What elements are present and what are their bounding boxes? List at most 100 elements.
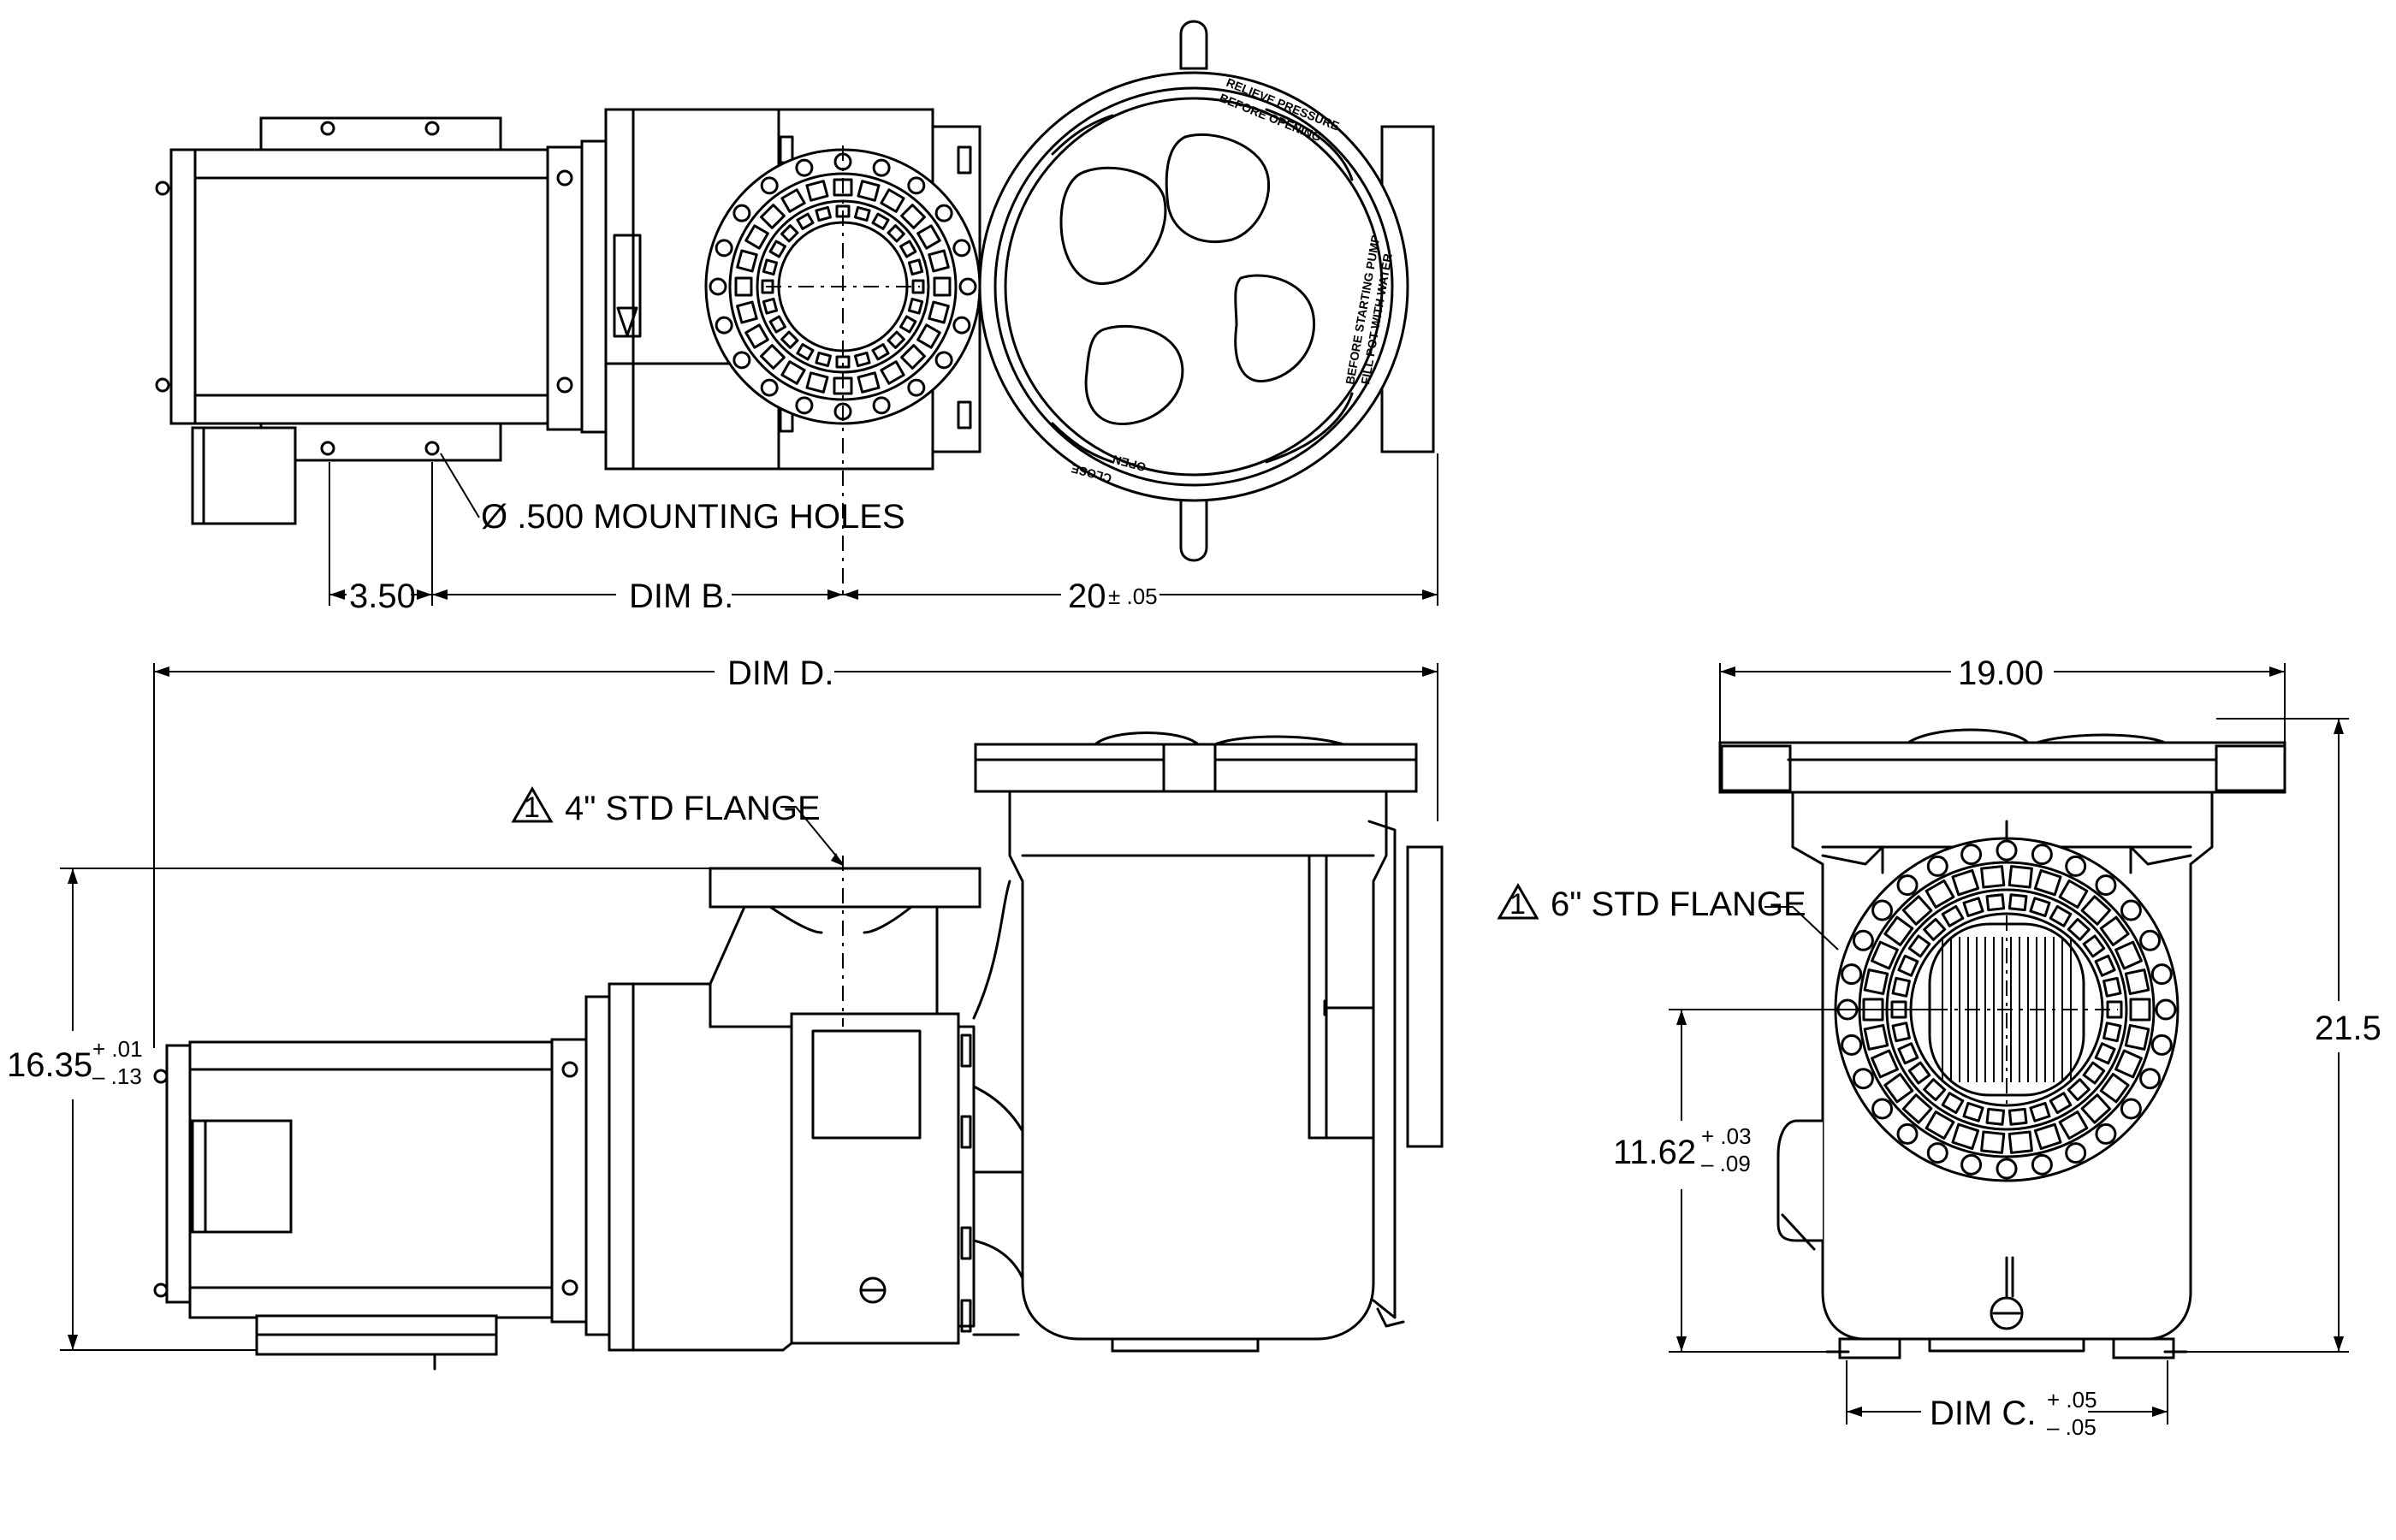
flange-cell xyxy=(1871,899,1894,921)
flange-cell xyxy=(734,276,753,297)
flange-cell xyxy=(2139,929,2162,951)
flange-cell xyxy=(2049,1092,2073,1115)
end-view: 19.00 xyxy=(1497,654,2381,1440)
flange-cell xyxy=(900,344,926,370)
flange-cell xyxy=(768,315,786,334)
dim-c: DIM C. xyxy=(1930,1395,2036,1432)
flange-cell xyxy=(2124,968,2150,996)
flange-cell xyxy=(880,360,905,385)
flange-cell xyxy=(1980,1130,2006,1154)
flange-cell xyxy=(780,188,806,213)
flange-cell xyxy=(1923,1078,1947,1102)
flange-cell xyxy=(795,158,814,177)
flange-cell xyxy=(1960,1153,1983,1176)
flange-cell xyxy=(2065,855,2087,877)
dim-20-tol: ± .05 xyxy=(1108,583,1158,609)
flange-cell xyxy=(1962,1101,1984,1122)
flange-cell xyxy=(780,360,806,385)
flange-cell xyxy=(2124,1023,2150,1051)
flange-cell xyxy=(2094,1042,2116,1065)
flange-cell xyxy=(2099,915,2130,946)
flange-cell xyxy=(2095,1122,2117,1145)
flange-cell xyxy=(815,351,833,368)
dim-c-tol-minus: – .05 xyxy=(2047,1414,2096,1440)
height-11-62-tol-minus: – .09 xyxy=(1701,1151,1751,1176)
flange-cell xyxy=(1925,1111,1955,1140)
top-view: RELIEVE PRESSURE BEFORE OPENING FILL POT… xyxy=(155,20,1438,615)
flange-cell xyxy=(1897,954,1919,977)
flange-cell xyxy=(1852,929,1874,951)
flange-cell xyxy=(1891,976,1911,998)
flange-cell xyxy=(880,188,905,213)
flange-cell xyxy=(934,204,953,222)
flange-cell xyxy=(952,316,971,335)
flange-cell xyxy=(871,343,890,361)
flange-marker-triangle-6in xyxy=(1497,883,1539,920)
flange-cell xyxy=(805,180,829,202)
flange-cell xyxy=(2008,893,2028,912)
flange-cell xyxy=(2150,1034,2173,1056)
top-conduit-box xyxy=(191,426,297,525)
dim-20: 20 xyxy=(1068,578,1106,615)
flange-cell xyxy=(1941,904,1965,927)
top-motor-endcap xyxy=(169,148,199,425)
flange-cell xyxy=(1951,868,1980,897)
dim-d: DIM D. xyxy=(727,654,833,692)
flange-cell xyxy=(2065,1142,2087,1164)
flange-cell xyxy=(732,204,751,222)
flange-cell xyxy=(2094,954,2116,977)
flange-marker-triangle xyxy=(511,786,554,823)
flange-cell xyxy=(715,239,733,258)
flange-cell xyxy=(1863,1023,1889,1051)
flange-cell xyxy=(2049,904,2073,927)
flange-cell xyxy=(1985,893,2006,912)
flange-cell xyxy=(768,240,786,258)
flange-cell xyxy=(2114,1049,2143,1079)
flange-cell xyxy=(1996,839,2018,862)
flange-cell xyxy=(2031,844,2053,866)
flange-cell xyxy=(1883,915,1914,946)
flange-cell xyxy=(762,297,779,315)
flange-cell xyxy=(853,205,871,222)
flange-cell xyxy=(736,249,758,273)
flange-cell xyxy=(928,249,950,273)
flange-cell xyxy=(2102,1022,2122,1043)
flange-cell xyxy=(916,323,941,349)
flange-cell xyxy=(934,351,953,370)
flange-marker-number: 1 xyxy=(524,791,540,824)
dim-c-tol-plus: + .05 xyxy=(2047,1387,2097,1413)
flange-cell xyxy=(933,276,952,297)
flange-cell xyxy=(1841,1034,1863,1056)
flange-cell xyxy=(1996,1158,2018,1180)
dim-b: DIM B. xyxy=(629,578,733,615)
height-21-5: 21.5 xyxy=(2315,1010,2381,1047)
flange-cell xyxy=(2058,879,2089,909)
flange-cell xyxy=(2114,940,2143,970)
flange-cell xyxy=(2150,963,2173,986)
flange-cell xyxy=(1883,1073,1914,1104)
flange-cell xyxy=(1871,1098,1894,1120)
top-strainer-lid: RELIEVE PRESSURE BEFORE OPENING FILL POT… xyxy=(978,20,1435,562)
flange-cell xyxy=(760,378,779,397)
height-16-35: 16.35 xyxy=(7,1046,92,1084)
flange-cell xyxy=(760,204,786,229)
flange-cell xyxy=(2080,1093,2112,1124)
flange-cell xyxy=(2129,998,2151,1022)
flange-cell xyxy=(907,378,926,397)
flange-note-4in: 4" STD FLANGE xyxy=(565,790,821,827)
flange-cell xyxy=(1841,963,1863,986)
flange-cell xyxy=(1926,855,1948,877)
flange-cell xyxy=(2058,1111,2089,1140)
flange-cell xyxy=(887,224,905,243)
flange-cell xyxy=(2067,917,2091,941)
flange-cell xyxy=(1926,1142,1948,1164)
flange-cell xyxy=(796,212,815,230)
flange-note-6in: 6" STD FLANGE xyxy=(1551,886,1806,923)
flange-cell xyxy=(1863,968,1889,996)
mounting-holes-note: Ø .500 MOUNTING HOLES xyxy=(481,498,905,536)
flange-cell xyxy=(1907,934,1931,958)
height-11-62: 11.62 xyxy=(1613,1134,1696,1171)
flange-cell xyxy=(1891,1022,1911,1043)
flange-cell xyxy=(2067,1078,2091,1102)
